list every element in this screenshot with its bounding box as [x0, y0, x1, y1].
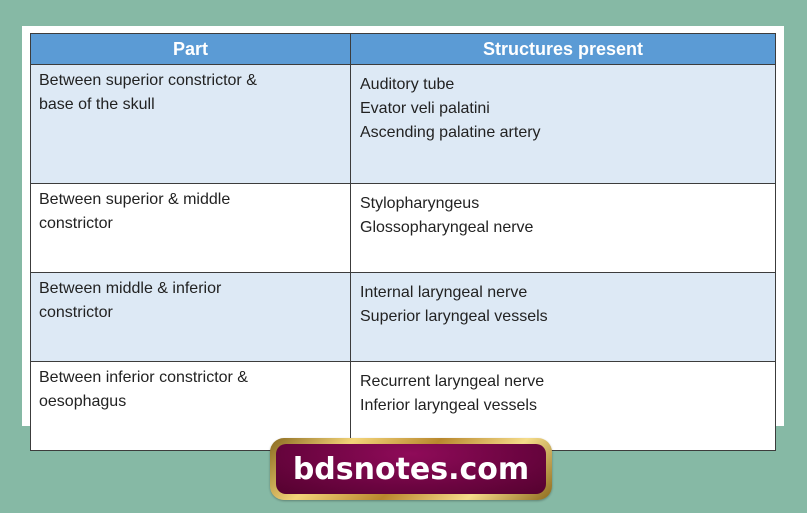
- table-row: Between inferior constrictor & oesophagu…: [30, 361, 776, 451]
- part-text: Between inferior constrictor &: [39, 369, 248, 386]
- part-text: Between superior constrictor &: [39, 72, 257, 89]
- part-text: Between middle & inferior: [39, 280, 222, 297]
- structure-item: Evator veli palatini: [360, 100, 490, 117]
- part-cell: Between superior & middle constrictor: [30, 183, 351, 273]
- structures-cell: Recurrent laryngeal nerve Inferior laryn…: [350, 361, 776, 451]
- part-text: constrictor: [39, 215, 113, 232]
- table-row: Between superior constrictor & base of t…: [30, 64, 776, 184]
- watermark-badge-inner: bdsnotes.com: [276, 444, 546, 494]
- table-row: Between middle & inferior constrictor In…: [30, 272, 776, 362]
- part-text: Between superior & middle: [39, 191, 231, 208]
- part-cell: Between superior constrictor & base of t…: [30, 64, 351, 184]
- structure-item: Superior laryngeal vessels: [360, 308, 548, 325]
- structures-cell: Internal laryngeal nerve Superior laryng…: [350, 272, 776, 362]
- structure-item: Glossopharyngeal nerve: [360, 219, 534, 236]
- structure-item: Internal laryngeal nerve: [360, 284, 528, 301]
- structure-item: Recurrent laryngeal nerve: [360, 373, 545, 390]
- header-part: Part: [30, 33, 351, 65]
- structure-item: Auditory tube: [360, 76, 455, 93]
- structure-item: Inferior laryngeal vessels: [360, 397, 537, 414]
- part-text: constrictor: [39, 304, 113, 321]
- header-structures: Structures present: [350, 33, 776, 65]
- part-cell: Between inferior constrictor & oesophagu…: [30, 361, 351, 451]
- table-row: Between superior & middle constrictor St…: [30, 183, 776, 273]
- structures-cell: Stylopharyngeus Glossopharyngeal nerve: [350, 183, 776, 273]
- structure-item: Stylopharyngeus: [360, 195, 480, 212]
- pharyngeal-gaps-table: Part Structures present Between superior…: [30, 33, 776, 451]
- part-cell: Between middle & inferior constrictor: [30, 272, 351, 362]
- structures-cell: Auditory tube Evator veli palatini Ascen…: [350, 64, 776, 184]
- watermark-badge: bdsnotes.com: [270, 438, 552, 500]
- structure-item: Ascending palatine artery: [360, 124, 541, 141]
- watermark-text: bdsnotes.com: [292, 451, 530, 487]
- part-text: base of the skull: [39, 96, 155, 113]
- table-header-row: Part Structures present: [30, 33, 776, 65]
- part-text: oesophagus: [39, 393, 127, 410]
